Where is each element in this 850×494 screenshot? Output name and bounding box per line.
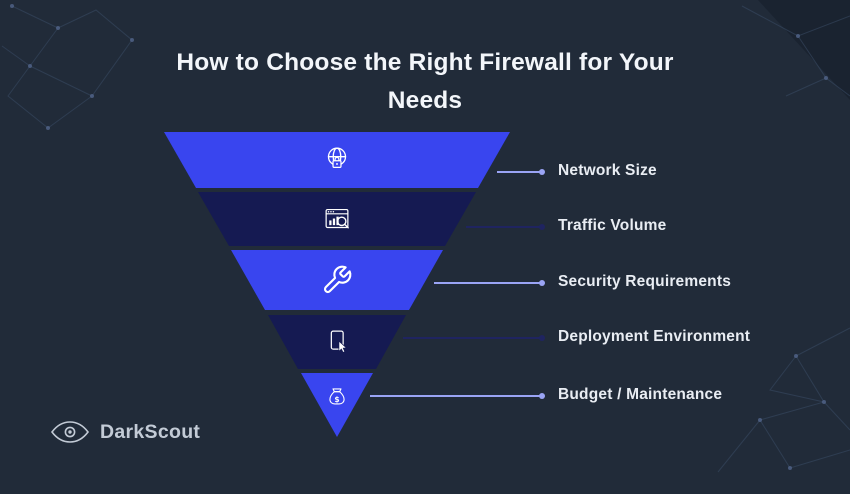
label-traffic-volume: Traffic Volume [558, 217, 667, 234]
funnel-layer-budget-maintenance: $ [301, 373, 373, 437]
wrench-icon [323, 265, 352, 294]
funnel-layer-traffic-volume [198, 192, 476, 246]
connector-line-security-requirements [434, 280, 545, 286]
connector-dot [539, 393, 545, 399]
funnel-diagram: $ [164, 132, 510, 437]
connector-line-budget-maintenance [370, 393, 545, 399]
connector-dot [539, 335, 545, 341]
label-budget-maintenance: Budget / Maintenance [558, 386, 723, 403]
connector-line-traffic-volume [466, 224, 545, 230]
dollar-glyph: $ [334, 395, 339, 404]
brand-name: DarkScout [100, 420, 201, 443]
corner-triangle-shape [758, 0, 850, 100]
darkscout-eye-icon [50, 421, 90, 443]
funnel-layer-deployment-environment [268, 315, 406, 369]
money-bag-icon: $ [329, 388, 345, 405]
funnel-layer-network-size [164, 132, 510, 188]
deployment-file-icon [330, 330, 348, 353]
connector-dot [539, 169, 545, 175]
brand-logo: DarkScout [50, 419, 200, 445]
connector-line-network-size [497, 169, 545, 175]
label-security-requirements: Security Requirements [558, 273, 732, 290]
connector-line-deployment-environment [403, 335, 545, 341]
connector-dot [539, 280, 545, 286]
page-title: How to Choose the Right Firewall for You… [176, 49, 674, 114]
label-deployment-environment: Deployment Environment [558, 328, 751, 345]
connector-dot [539, 224, 545, 230]
traffic-analytics-icon [325, 208, 349, 229]
funnel-layer-security-requirements [231, 250, 443, 310]
globe-security-icon [327, 147, 347, 168]
label-network-size: Network Size [558, 162, 657, 179]
